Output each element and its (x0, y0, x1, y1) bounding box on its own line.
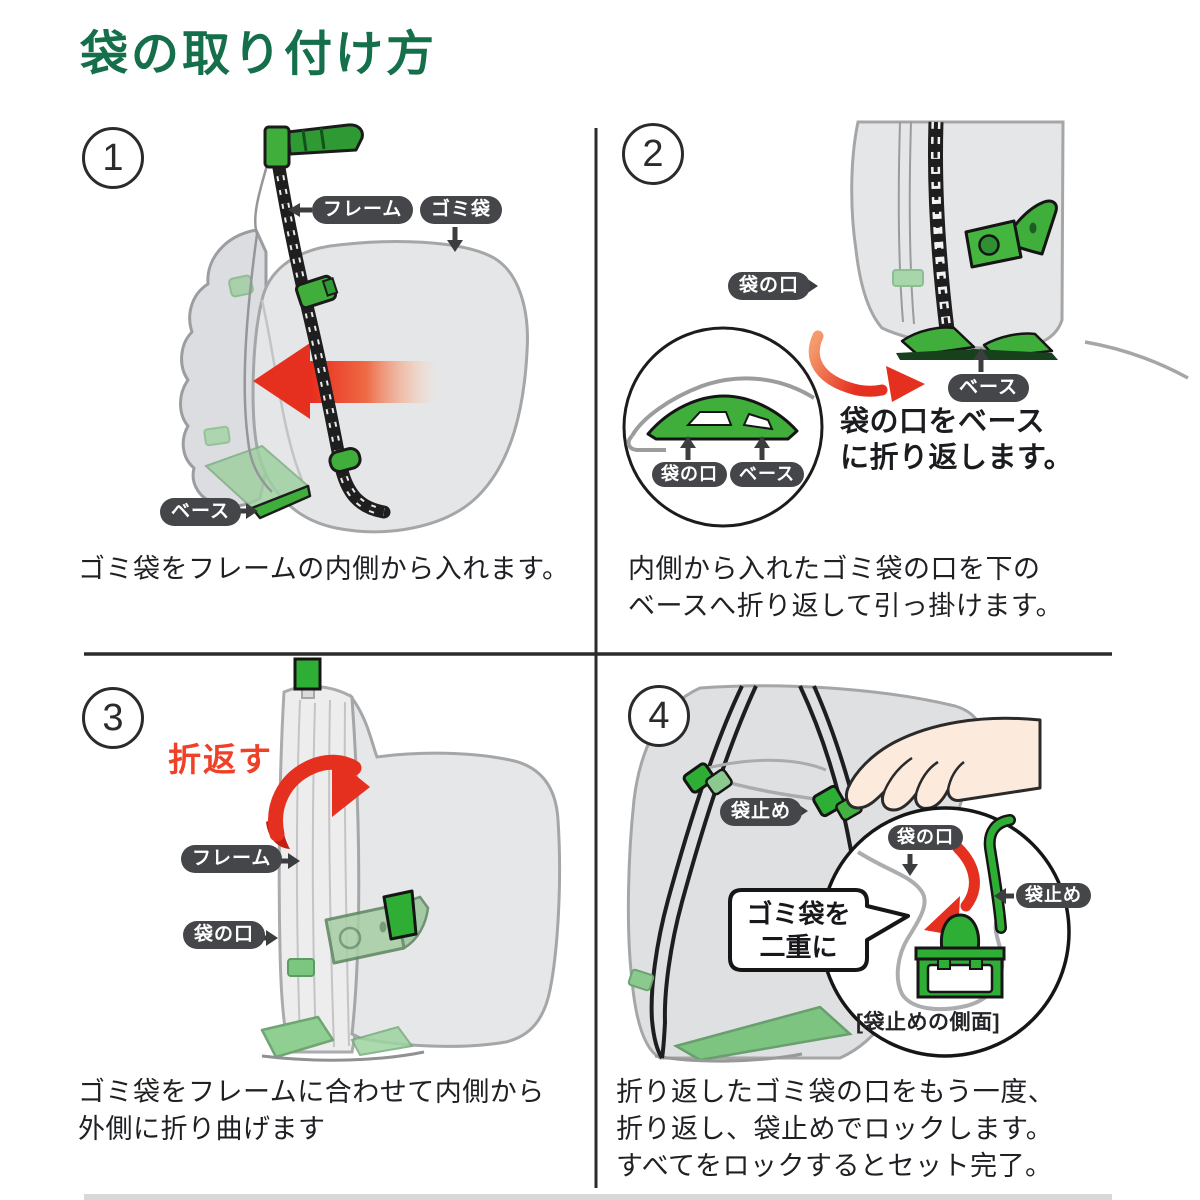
bag-stopper-clamps (682, 762, 863, 822)
panel-dividers (84, 128, 1112, 1200)
label-bag-mouth: 袋の口 (728, 272, 811, 300)
bright-tab (382, 889, 418, 941)
lower-clamp (328, 446, 362, 474)
bubble-note: ゴミ袋を 二重に (746, 899, 851, 962)
top-hook (263, 123, 364, 169)
inset-cross-section (622, 326, 824, 528)
base-front (250, 484, 312, 520)
inset-label-base: ベース (730, 462, 805, 487)
inset-stopper-side-view (819, 806, 1071, 1058)
fold-annotation: 折返す (168, 741, 273, 778)
label-base: ベース (160, 498, 242, 526)
top-cap (293, 657, 322, 691)
wing-clamp (964, 199, 1058, 269)
inset-caption: [袋止めの側面] (856, 1011, 1000, 1034)
inset-label-bag-mouth: 袋の口 (652, 462, 727, 487)
red-curve-arrow (808, 330, 925, 402)
frame-strap (271, 155, 391, 519)
step1-caption: ゴミ袋をフレームの内側から入れます。 (78, 554, 570, 584)
step3-number: 3 (82, 687, 144, 749)
folded-bag-column (277, 685, 368, 1054)
fold-arrow (266, 754, 370, 849)
label-frame: フレーム (312, 196, 414, 224)
label-bag-mouth: 袋の口 (183, 921, 266, 949)
label-garbage-bag: ゴミ袋 (420, 196, 503, 224)
step3-illustration (258, 657, 562, 1062)
label-frame: フレーム (181, 845, 283, 873)
step1-illustration (179, 123, 529, 534)
step2-caption: 内側から入れたゴミ袋の口を下の ベースへ折り返して引っ掛けます。 (628, 554, 1064, 621)
base (260, 1015, 425, 1062)
garbage-bag (350, 692, 562, 1048)
step2-emphasis: 袋の口をベース に折り返します。 (840, 406, 1074, 474)
step4-caption: 折り返したゴミ袋の口をもう一度、 折り返し、袋止めでロックします。 すべてをロッ… (616, 1077, 1056, 1181)
page-title: 袋の取り付け方 (80, 28, 438, 81)
base-through-bag (672, 1005, 853, 1062)
step4-illustration (626, 684, 1071, 1063)
mid-clamp (294, 274, 339, 310)
step1-number: 1 (82, 127, 144, 189)
step2-number: 2 (622, 123, 684, 185)
step3-caption: ゴミ袋をフレームに合わせて内側から 外側に折り曲げます (78, 1077, 545, 1144)
label-bag-stopper: 袋止め (720, 798, 803, 826)
label-base: ベース (948, 374, 1030, 402)
step4-number: 4 (628, 685, 690, 747)
inset-label-bag-stopper: 袋止め (1016, 883, 1091, 908)
hand (844, 716, 1042, 812)
inset-label-bag-mouth: 袋の口 (888, 825, 963, 850)
speech-bubble (728, 888, 910, 972)
